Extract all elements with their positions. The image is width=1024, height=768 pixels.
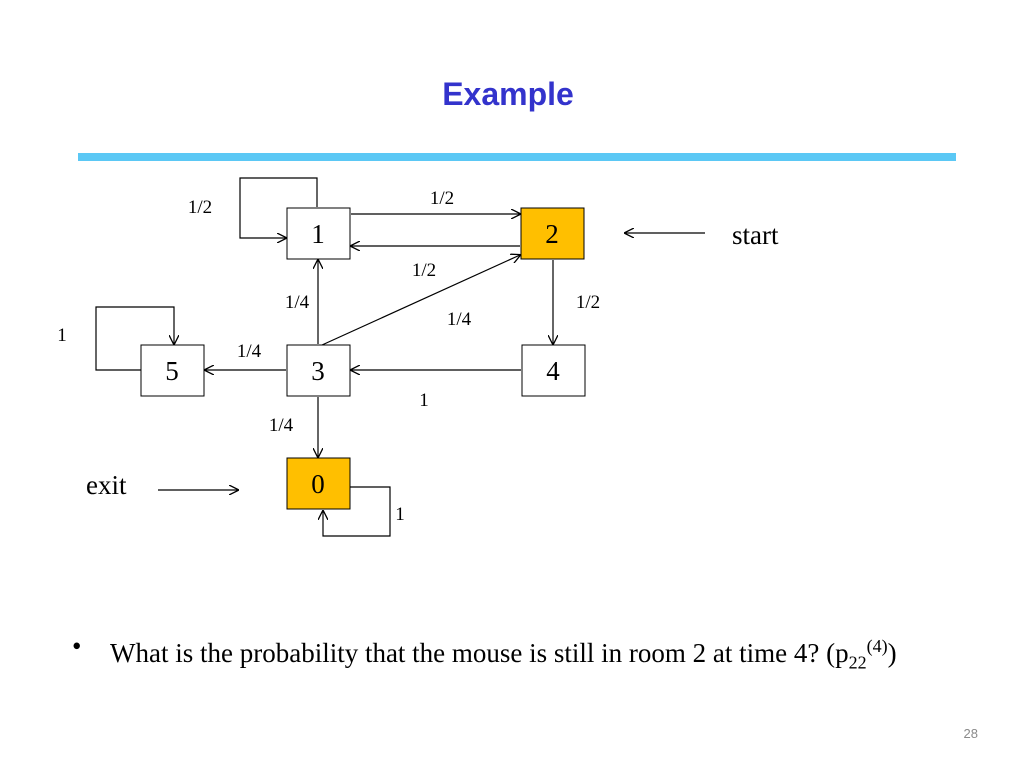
question-bullet: • What is the probability that the mouse… <box>72 626 972 682</box>
edge-label-2-to-4: 1/2 <box>576 292 600 313</box>
node-0: 0 <box>286 457 351 510</box>
start-label: start <box>732 220 779 250</box>
node-0-label: 0 <box>311 469 325 499</box>
question-text-end: ) <box>887 638 897 668</box>
slide-title: Example <box>442 76 574 112</box>
node-5-label: 5 <box>165 356 179 386</box>
edge-label-5-loop: 1 <box>57 325 67 346</box>
edge-label-4-to-3: 1 <box>419 390 429 411</box>
edge-0-self-loop <box>323 486 391 537</box>
edge-label-3-to-1: 1/4 <box>285 292 310 313</box>
node-4: 4 <box>521 344 586 397</box>
question-text: What is the probability that the mouse i… <box>110 626 972 682</box>
edge-label-3-to-5: 1/4 <box>237 341 262 362</box>
edge-1-self-loop <box>239 177 318 238</box>
node-2-label: 2 <box>545 219 559 249</box>
node-5: 5 <box>140 344 205 397</box>
node-1-label: 1 <box>311 219 325 249</box>
node-3: 3 <box>286 344 351 397</box>
edge-5-self-loop <box>95 306 174 371</box>
node-2: 2 <box>520 207 585 260</box>
bullet-marker: • <box>72 631 82 661</box>
edge-label-1-to-2: 1/2 <box>430 188 454 209</box>
node-3-label: 3 <box>311 356 325 386</box>
edge-label-0-loop: 1 <box>395 504 405 525</box>
edge-label-3-to-0: 1/4 <box>269 415 294 436</box>
edge-label-3-to-2: 1/4 <box>447 309 472 330</box>
edge-3-to-2 <box>321 255 520 346</box>
question-subscript: 22 <box>848 652 867 673</box>
edge-label-1-loop: 1/2 <box>188 197 212 218</box>
exit-label: exit <box>86 470 127 500</box>
node-1: 1 <box>286 207 351 260</box>
title-divider <box>78 153 956 161</box>
question-text-main: What is the probability that the mouse i… <box>110 638 849 668</box>
page-number: 28 <box>963 726 978 741</box>
edge-label-2-to-1: 1/2 <box>412 260 436 281</box>
node-4-label: 4 <box>546 356 560 386</box>
question-superscript: (4) <box>866 636 888 656</box>
